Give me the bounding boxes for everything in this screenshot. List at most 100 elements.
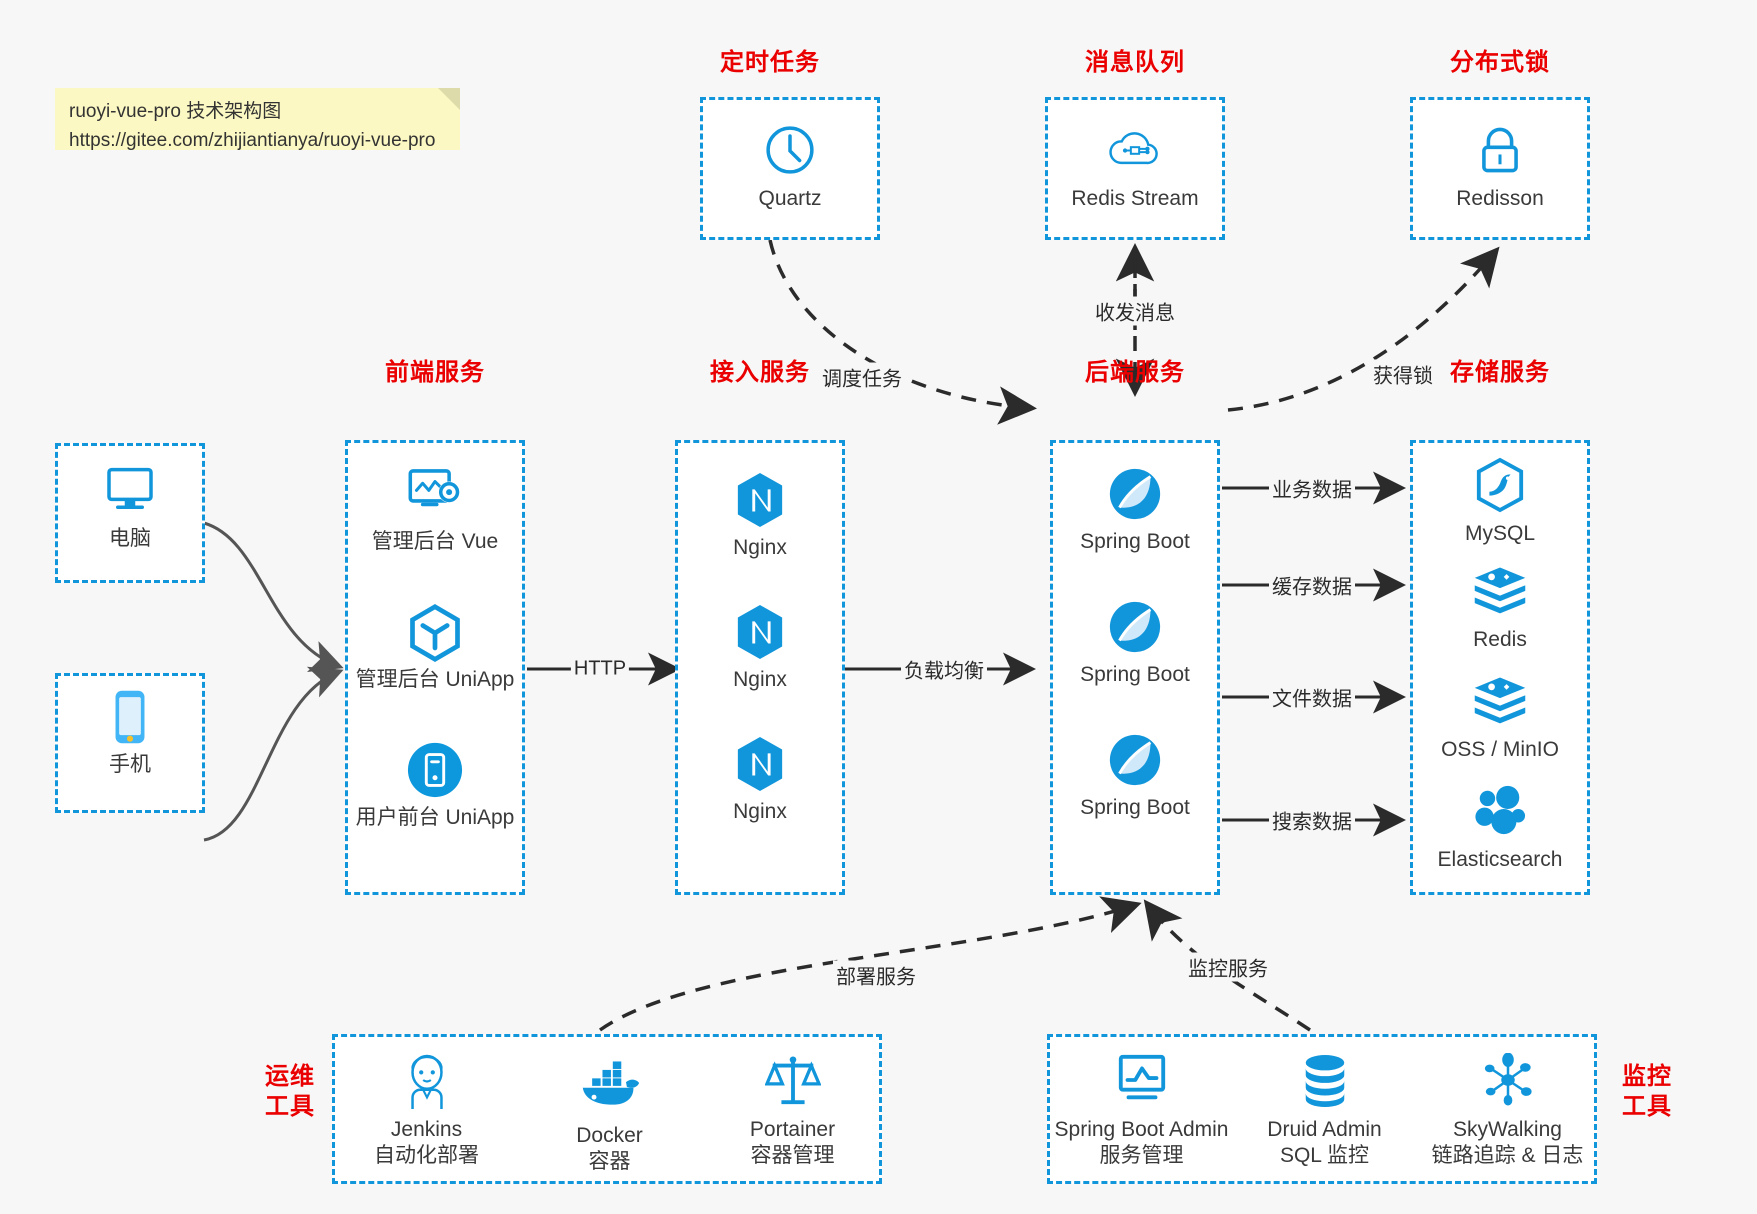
group-box-mq: Redis Stream xyxy=(1045,97,1225,240)
group-box-devops: Jenkins 自动化部署 Docker 容器 xyxy=(332,1034,882,1184)
node-oss-minio[interactable]: OSS / MinIO xyxy=(1413,673,1587,763)
node-nginx-2[interactable]: Nginx xyxy=(678,603,842,693)
elasticsearch-icon xyxy=(1413,783,1587,841)
node-admin-vue[interactable]: 管理后台 Vue xyxy=(348,465,522,555)
node-redis-stream[interactable]: Redis Stream xyxy=(1048,122,1222,212)
node-label: Elasticsearch xyxy=(1437,848,1563,871)
node-label: Jenkins xyxy=(390,1118,463,1141)
group-title-backend: 后端服务 xyxy=(1085,359,1185,386)
client-box-desktop: 电脑 xyxy=(55,443,205,583)
node-nginx-3[interactable]: Nginx xyxy=(678,735,842,825)
group-box-frontend: 管理后台 Vue 管理后台 UniApp 用户前台 UniApp xyxy=(345,440,525,895)
mysql-icon xyxy=(1413,457,1587,515)
group-box-storage: MySQL Redis OSS xyxy=(1410,440,1590,895)
edge-phone-to-frontend xyxy=(203,666,344,842)
node-label: Portainer xyxy=(749,1118,836,1141)
node-sublabel: 服务管理 xyxy=(1099,1143,1184,1167)
node-spring-boot-1[interactable]: Spring Boot xyxy=(1053,465,1217,555)
title-note: ruoyi-vue-pro 技术架构图 https://gitee.com/zh… xyxy=(55,88,460,151)
group-title-lock: 分布式锁 xyxy=(1450,49,1550,76)
monitor-chart-icon xyxy=(1050,1053,1233,1111)
dashboard-gear-icon xyxy=(348,465,522,523)
node-spring-boot-3[interactable]: Spring Boot xyxy=(1053,731,1217,821)
node-elasticsearch[interactable]: Elasticsearch xyxy=(1413,783,1587,873)
group-box-backend: Spring Boot Spring Boot Spring Boot xyxy=(1050,440,1220,895)
spring-boot-icon xyxy=(1053,598,1217,656)
node-label: Nginx xyxy=(733,536,787,559)
node-label: 电脑 xyxy=(109,527,151,550)
spring-boot-icon xyxy=(1053,731,1217,789)
edge-label-file-data: 文件数据 xyxy=(1269,682,1355,712)
edge-label-schedule: 调度任务 xyxy=(819,362,905,392)
node-nginx-1[interactable]: Nginx xyxy=(678,471,842,561)
node-label: Spring Boot xyxy=(1080,663,1190,686)
node-sublabel: 链路追踪 & 日志 xyxy=(1431,1143,1584,1167)
node-sublabel: 容器 xyxy=(588,1149,631,1173)
group-title-gateway: 接入服务 xyxy=(710,359,810,386)
node-spring-boot-2[interactable]: Spring Boot xyxy=(1053,598,1217,688)
edge-label-observe: 监控服务 xyxy=(1185,952,1271,982)
cube-icon xyxy=(348,603,522,662)
node-label: OSS / MinIO xyxy=(1441,738,1559,761)
node-admin-uniapp[interactable]: 管理后台 UniApp xyxy=(348,603,522,693)
edge-label-cache-data: 缓存数据 xyxy=(1269,570,1355,600)
group-title-monitor-line1: 监控 xyxy=(1622,1063,1672,1090)
redis-icon xyxy=(1413,673,1587,731)
group-title-devops-line1: 运维 xyxy=(265,1063,315,1090)
group-box-gateway: Nginx Nginx Nginx xyxy=(675,440,845,895)
group-title-mq: 消息队列 xyxy=(1085,49,1185,76)
node-label: Spring Boot xyxy=(1080,796,1190,819)
note-line-url: https://gitee.com/zhijiantianya/ruoyi-vu… xyxy=(69,129,436,151)
client-box-phone: 手机 xyxy=(55,673,205,813)
node-redis[interactable]: Redis xyxy=(1413,563,1587,653)
node-desktop[interactable]: 电脑 xyxy=(58,462,202,552)
node-label: Nginx xyxy=(733,668,787,691)
clock-icon xyxy=(703,122,877,180)
node-user-uniapp[interactable]: 用户前台 UniApp xyxy=(348,741,522,831)
node-label: 用户前台 UniApp xyxy=(355,806,515,829)
edge-desktop-to-frontend xyxy=(203,521,344,673)
node-label: Redis xyxy=(1473,628,1527,651)
spring-boot-icon xyxy=(1053,465,1217,523)
node-phone[interactable]: 手机 xyxy=(58,688,202,778)
node-jenkins[interactable]: Jenkins 自动化部署 xyxy=(335,1053,518,1168)
edge-label-acquire-lock: 获得锁 xyxy=(1370,359,1436,389)
node-sublabel: SQL 监控 xyxy=(1279,1143,1370,1167)
node-portainer[interactable]: Portainer 容器管理 xyxy=(701,1053,884,1168)
node-label: Spring Boot Admin xyxy=(1054,1118,1229,1141)
node-label: 手机 xyxy=(109,753,151,776)
node-label: MySQL xyxy=(1464,522,1535,545)
group-title-storage: 存储服务 xyxy=(1450,359,1550,386)
edge-label-message: 收发消息 xyxy=(1092,296,1178,326)
group-title-scheduler: 定时任务 xyxy=(720,49,820,76)
node-druid-admin[interactable]: Druid Admin SQL 监控 xyxy=(1233,1053,1416,1168)
redis-icon xyxy=(1413,563,1587,621)
mobile-app-icon xyxy=(348,741,522,799)
docker-icon xyxy=(518,1059,701,1117)
jenkins-icon xyxy=(335,1053,518,1111)
node-label: Docker xyxy=(576,1124,643,1147)
node-quartz[interactable]: Quartz xyxy=(703,122,877,212)
node-docker[interactable]: Docker 容器 xyxy=(518,1059,701,1174)
node-label: Redisson xyxy=(1456,187,1544,210)
edge-label-load-balance: 负载均衡 xyxy=(901,654,987,684)
node-skywalking[interactable]: SkyWalking 链路追踪 & 日志 xyxy=(1416,1052,1599,1168)
node-label: Druid Admin xyxy=(1267,1118,1382,1141)
node-label: Nginx xyxy=(733,800,787,823)
cloud-stream-icon xyxy=(1048,122,1222,180)
node-sublabel: 自动化部署 xyxy=(374,1143,479,1167)
node-spring-boot-admin[interactable]: Spring Boot Admin 服务管理 xyxy=(1050,1053,1233,1168)
group-box-scheduler: Quartz xyxy=(700,97,880,240)
skywalking-icon xyxy=(1416,1052,1599,1111)
group-box-lock: Redisson xyxy=(1410,97,1590,240)
node-mysql[interactable]: MySQL xyxy=(1413,457,1587,547)
edge-label-biz-data: 业务数据 xyxy=(1269,473,1355,503)
group-title-monitor: 监控 工具 xyxy=(1612,1062,1682,1122)
lock-icon xyxy=(1413,122,1587,180)
nginx-icon xyxy=(678,735,842,793)
node-label: Quartz xyxy=(758,187,822,210)
edge-label-deploy: 部署服务 xyxy=(833,960,919,990)
node-sublabel: 容器管理 xyxy=(750,1143,835,1167)
node-redisson[interactable]: Redisson xyxy=(1413,122,1587,212)
